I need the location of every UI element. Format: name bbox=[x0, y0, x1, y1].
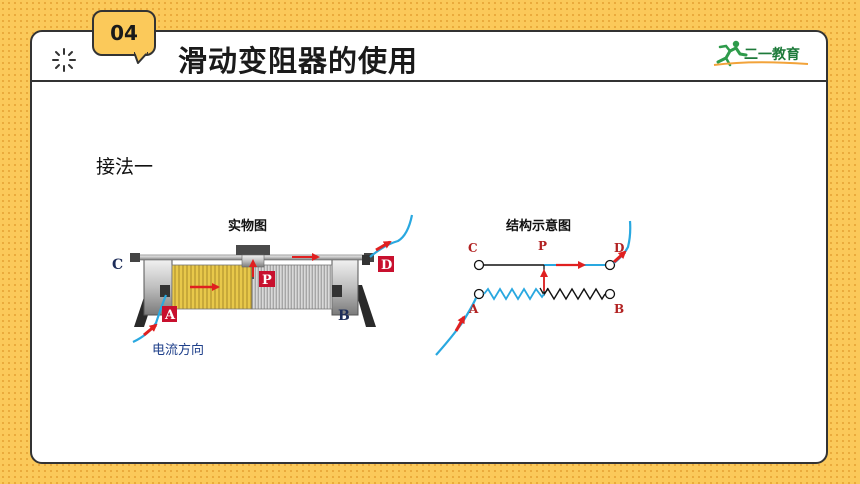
terminal-d-screw bbox=[362, 255, 370, 265]
wire-in-arrow bbox=[143, 323, 158, 337]
physical-label-c: C bbox=[112, 257, 123, 273]
schematic-terminal-b bbox=[604, 288, 616, 300]
current-direction-caption: 电流方向 bbox=[152, 342, 204, 358]
schematic-resistor-active bbox=[483, 287, 545, 301]
logo-text: 二一教育 bbox=[744, 47, 800, 63]
physical-label-b: B bbox=[338, 308, 350, 324]
header-divider bbox=[32, 80, 826, 82]
terminal-a-box bbox=[162, 306, 177, 322]
schematic-label-b: B bbox=[614, 302, 624, 316]
wire-in bbox=[132, 294, 168, 343]
schematic-terminal-a bbox=[473, 288, 485, 300]
terminal-p-box bbox=[259, 271, 275, 287]
schematic-wire-in-arrow bbox=[454, 315, 466, 332]
schematic-label-p: P bbox=[538, 239, 547, 253]
schematic-wire-out-arrow bbox=[612, 250, 627, 264]
wire-out-arrow bbox=[375, 240, 392, 252]
wire-out bbox=[369, 214, 414, 258]
terminal-a-screw bbox=[160, 285, 170, 297]
slide-title: 滑动变阻器的使用 bbox=[178, 44, 419, 78]
method-label: 接法一 bbox=[96, 156, 154, 178]
schematic-terminal-c bbox=[473, 259, 485, 271]
rheostat-right-leg bbox=[354, 285, 376, 327]
physical-label-d: D bbox=[381, 258, 392, 273]
schematic-resistor-inactive bbox=[543, 287, 606, 301]
slider-block bbox=[236, 245, 270, 255]
terminal-b-screw bbox=[332, 285, 342, 297]
rod-left-nut bbox=[130, 253, 140, 262]
rheostat-diagram: 实物图 C P D A B 电流方向 结构示意图 bbox=[112, 214, 632, 358]
schematic-label-d: D bbox=[614, 241, 624, 255]
badge-tail bbox=[134, 52, 148, 64]
schematic-label-c: C bbox=[468, 241, 478, 255]
schematic-label-a: A bbox=[468, 302, 479, 316]
schematic-title: 结构示意图 bbox=[506, 218, 571, 234]
sun-icon bbox=[52, 48, 76, 72]
section-number-badge: 04 bbox=[92, 10, 156, 56]
logo-runner-icon bbox=[713, 40, 809, 67]
physical-label-p: P bbox=[262, 273, 272, 288]
content-card: 滑动变阻器的使用 接法一 bbox=[30, 30, 828, 464]
schematic-terminal-d bbox=[604, 259, 616, 271]
physical-label-a: A bbox=[164, 308, 176, 323]
physical-title: 实物图 bbox=[228, 218, 267, 234]
terminal-d-box bbox=[378, 256, 394, 272]
